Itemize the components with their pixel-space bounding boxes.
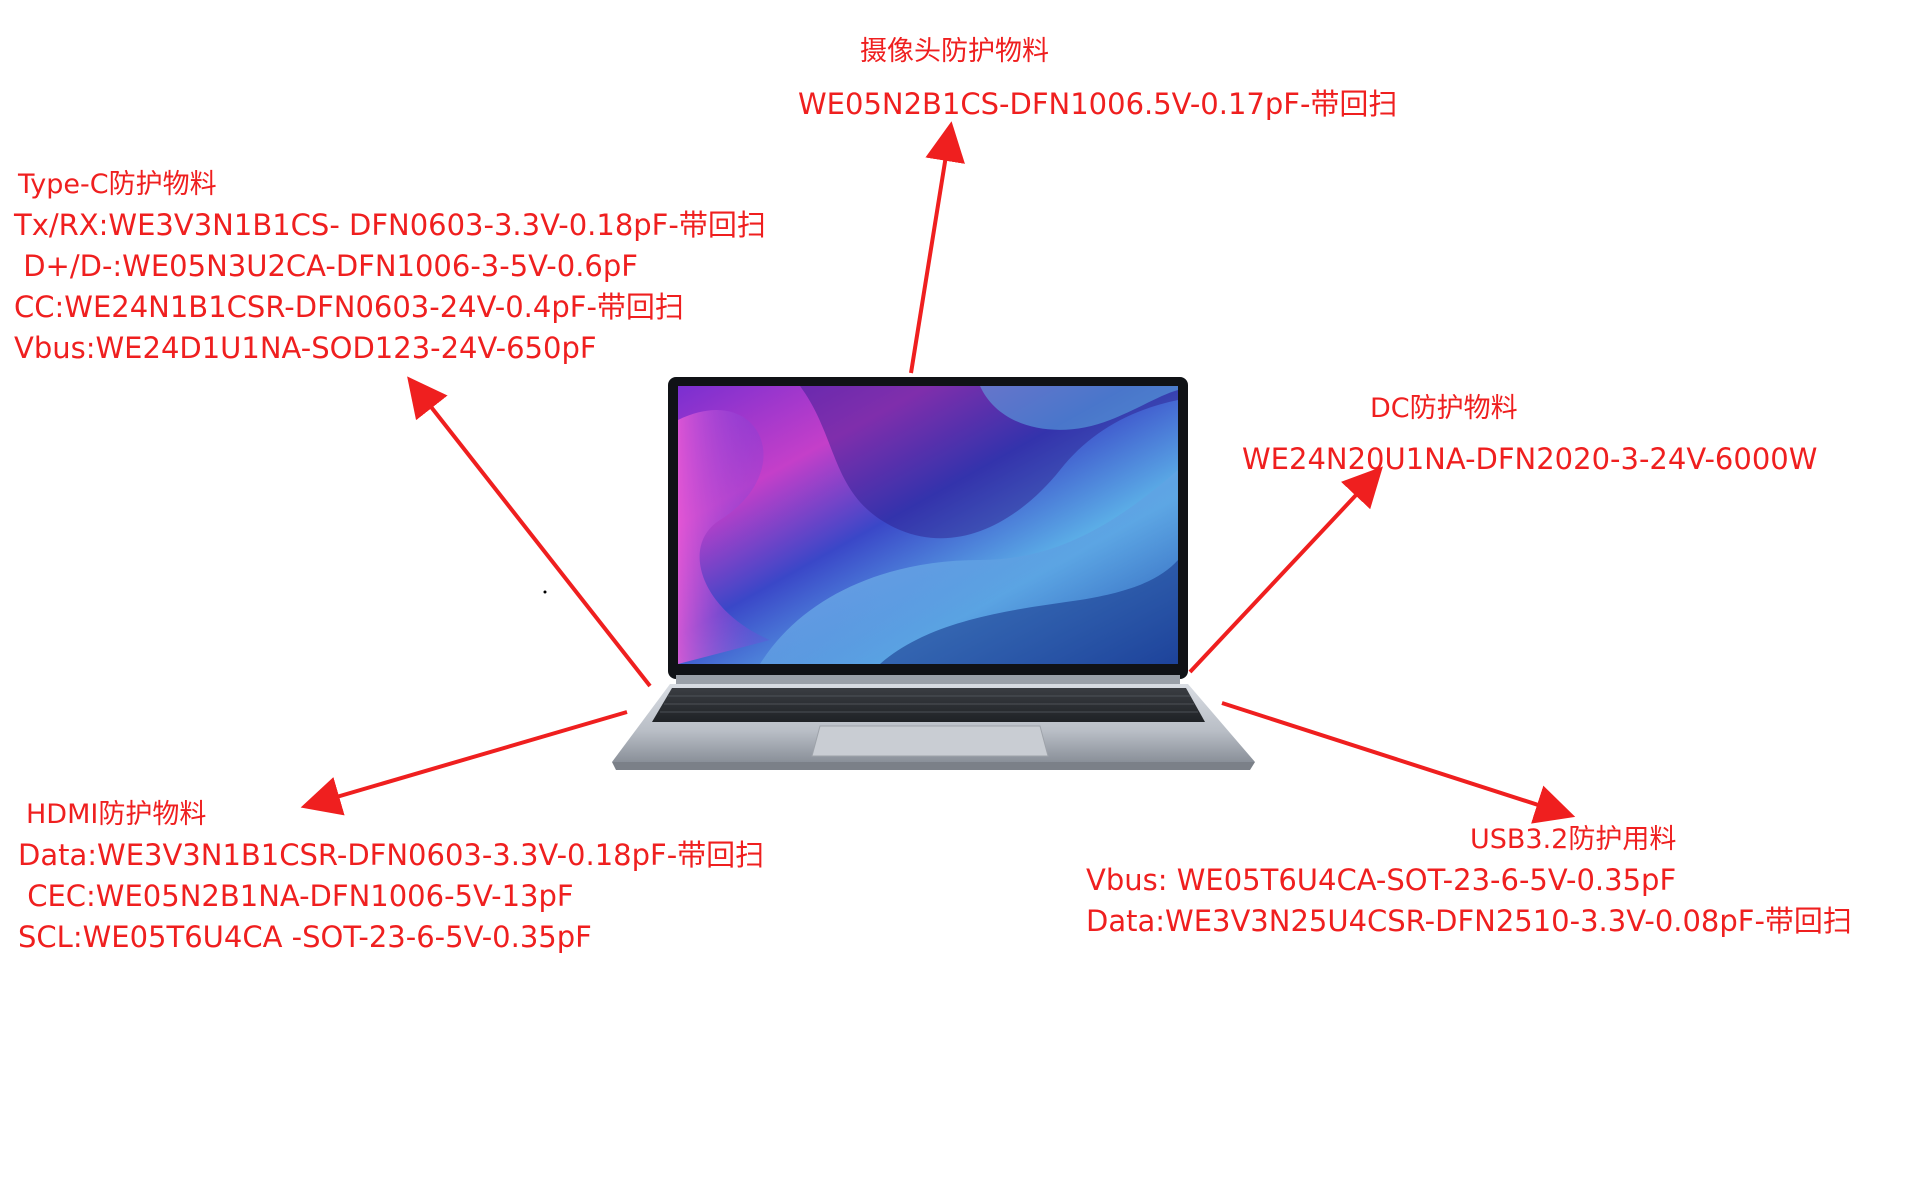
arrow-icon <box>909 121 965 374</box>
callout-line: SCL:WE05T6U4CA -SOT-23-6-5V-0.35pF <box>18 920 592 954</box>
dc-callout: DC防护物料 WE24N20U1NA-DFN2020-3-24V-6000W <box>1242 389 1817 480</box>
callout-title: HDMI防护物料 <box>26 799 207 830</box>
screen-display <box>678 386 1178 664</box>
callout-title: 摄像头防护物料 <box>860 36 1049 67</box>
hdmi-callout: HDMI防护物料 Data:WE3V3N1B1CSR-DFN0603-3.3V-… <box>18 795 764 958</box>
stray-dot <box>543 590 547 594</box>
callout-line: WE24N20U1NA-DFN2020-3-24V-6000W <box>1242 442 1818 476</box>
arrow-icon <box>1188 466 1383 674</box>
callout-line: D+/D-:WE05N3U2CA-DFN1006-3-5V-0.6pF <box>14 249 638 283</box>
callout-line: Tx/RX:WE3V3N1B1CS- DFN0603-3.3V-0.18pF-带… <box>14 208 766 242</box>
hinge <box>676 675 1180 685</box>
camera-callout: 摄像头防护物料 WE05N2B1CS-DFN1006.5V-0.17pF-带回扫 <box>798 32 1397 125</box>
callout-line: WE05N2B1CS-DFN1006.5V-0.17pF-带回扫 <box>798 87 1398 121</box>
callout-line: Data:WE3V3N1B1CSR-DFN0603-3.3V-0.18pF-带回… <box>18 838 765 872</box>
callout-line: Data:WE3V3N25U4CSR-DFN2510-3.3V-0.08pF-带… <box>1086 904 1852 938</box>
callout-line: Vbus: WE05T6U4CA-SOT-23-6-5V-0.35pF <box>1086 863 1677 897</box>
arrow-icon <box>407 376 652 688</box>
callout-title: DC防护物料 <box>1370 393 1518 424</box>
usb-callout: USB3.2防护用料 Vbus: WE05T6U4CA-SOT-23-6-5V-… <box>1086 820 1852 942</box>
arrow-icon <box>1221 701 1576 824</box>
callout-title: Type-C防护物料 <box>18 169 217 200</box>
touchpad <box>811 725 1049 757</box>
callout-line: CC:WE24N1B1CSR-DFN0603-24V-0.4pF-带回扫 <box>14 290 684 324</box>
keyboard-keys <box>660 695 1198 713</box>
callout-line: Vbus:WE24D1U1NA-SOD123-24V-650pF <box>14 331 597 365</box>
callout-title: USB3.2防护用料 <box>1470 824 1677 855</box>
typec-callout: Type-C防护物料 Tx/RX:WE3V3N1B1CS- DFN0603-3.… <box>14 165 766 369</box>
callout-line: CEC:WE05N2B1NA-DFN1006-5V-13pF <box>18 879 574 913</box>
arrow-icon <box>300 710 628 816</box>
laptop-front-edge <box>612 762 1255 770</box>
